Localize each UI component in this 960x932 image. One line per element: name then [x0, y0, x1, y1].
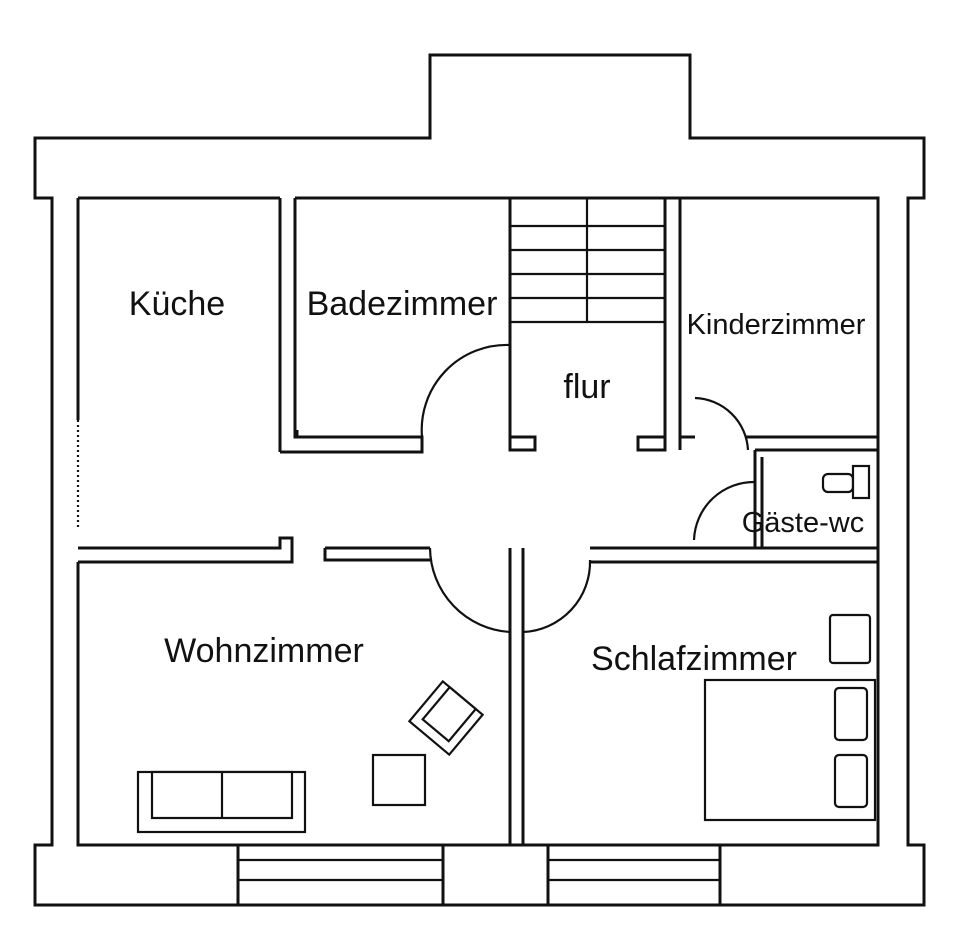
label-kueche: Küche — [129, 285, 225, 323]
label-kinderzimmer: Kinderzimmer — [687, 309, 866, 341]
door-living — [428, 547, 511, 634]
window-bedroom — [546, 843, 722, 907]
wall-living-top — [78, 536, 430, 564]
room-labels: Küche Badezimmer flur Kinderzimmer Gäste… — [129, 285, 866, 678]
door-bath — [420, 343, 511, 438]
door-guest-wc — [692, 480, 756, 541]
wall-living-bedroom — [508, 548, 525, 845]
staircase — [510, 198, 665, 324]
window-living — [236, 843, 445, 907]
exterior-wall-outline — [33, 53, 926, 907]
interior-wall-outline — [76, 196, 880, 847]
armchair — [407, 679, 485, 757]
sofa — [136, 770, 307, 834]
wall-stair-right — [636, 198, 667, 452]
label-gaeste-wc: Gäste-wc — [742, 507, 864, 539]
windows — [236, 843, 722, 907]
label-flur: flur — [563, 368, 610, 406]
wall-kitchen-bath — [278, 198, 297, 452]
interior-walls — [78, 198, 878, 845]
wall-kinder — [678, 198, 878, 450]
facade-pillar — [441, 843, 550, 907]
toilet — [821, 464, 871, 500]
wall-bedroom-top — [590, 546, 878, 564]
bed-pillows — [833, 686, 869, 809]
outer-walls — [33, 53, 926, 907]
door-bedroom — [522, 559, 592, 634]
side-table — [371, 753, 427, 807]
doors — [420, 343, 756, 634]
label-badezimmer: Badezimmer — [307, 285, 498, 323]
label-schlafzimmer: Schlafzimmer — [591, 640, 797, 678]
furniture — [136, 464, 877, 834]
nightstand — [828, 613, 872, 665]
wall-stair-left — [508, 198, 537, 452]
label-wohnzimmer: Wohnzimmer — [164, 632, 364, 670]
door-kinder — [694, 396, 750, 451]
wall-bath-bottom — [280, 430, 424, 454]
